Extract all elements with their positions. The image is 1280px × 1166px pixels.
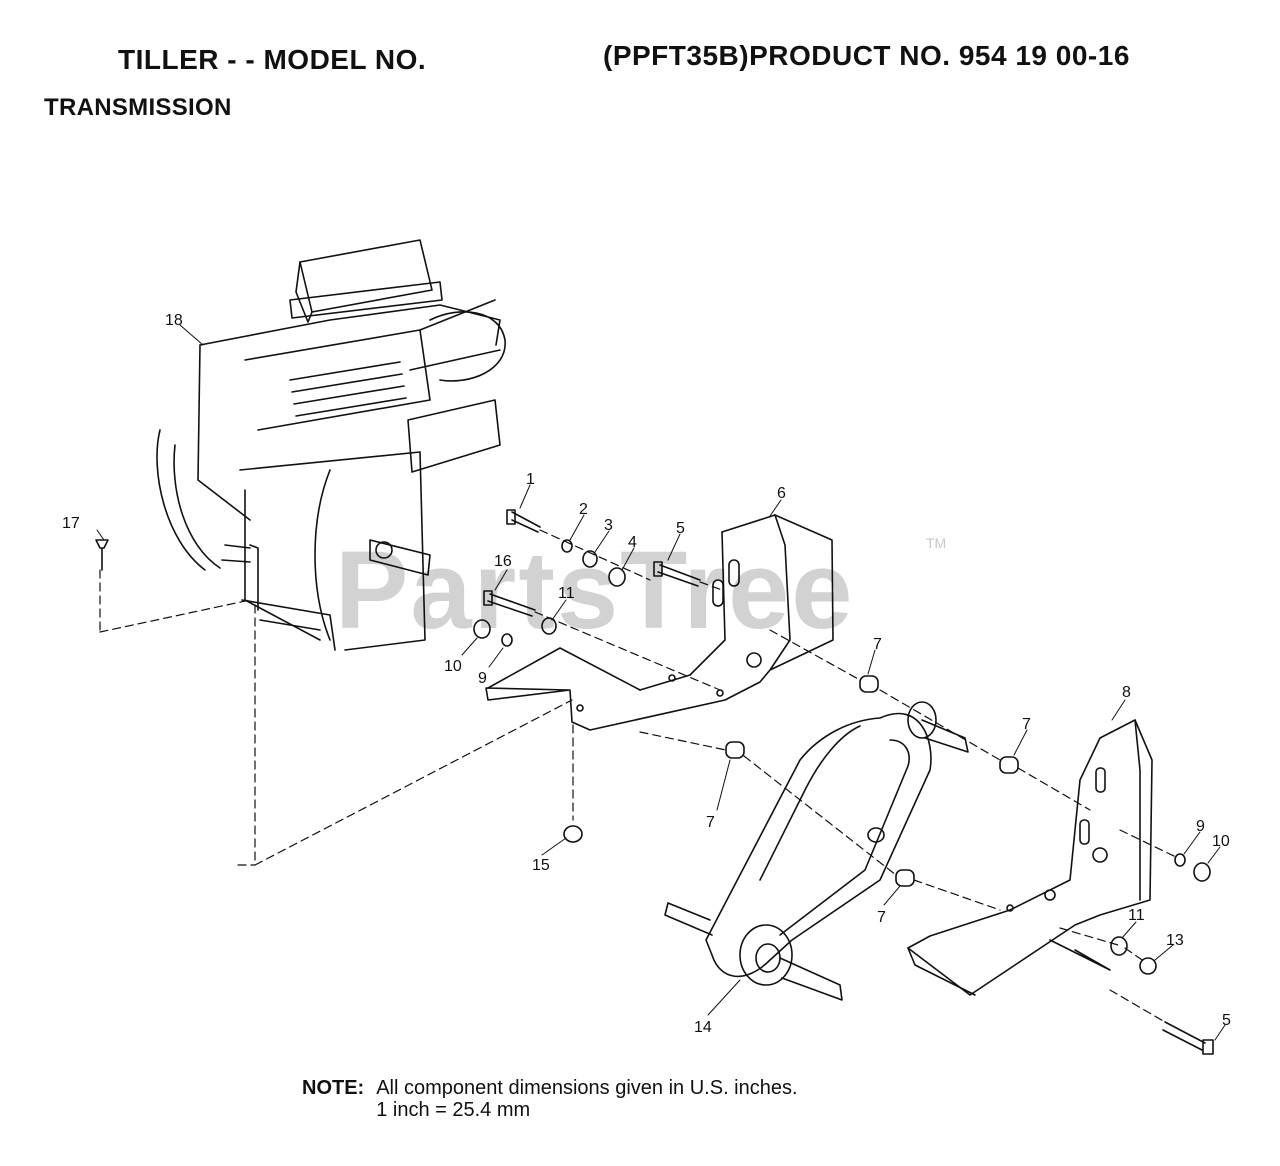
engine-assembly xyxy=(156,239,506,651)
callout-13: 13 xyxy=(1166,932,1184,949)
note-line-2: 1 inch = 25.4 mm xyxy=(376,1099,531,1121)
section-title: TRANSMISSION xyxy=(44,94,232,121)
callout-7b: 7 xyxy=(1022,716,1031,733)
callout-16: 16 xyxy=(494,553,512,570)
note-label: NOTE: xyxy=(302,1077,365,1099)
header-model: TILLER - - MODEL NO. xyxy=(118,44,427,75)
dimension-note: NOTE: All component dimensions given in … xyxy=(302,1077,798,1121)
leader-lines xyxy=(96,324,1226,1041)
callout-7d: 7 xyxy=(877,909,886,926)
header-product-number: (PPFT35B)PRODUCT NO. 954 19 00-16 xyxy=(603,40,1130,71)
hardware-parts xyxy=(95,509,1214,1055)
callout-7a: 7 xyxy=(873,636,882,653)
chain-case xyxy=(664,701,969,1001)
left-bracket xyxy=(485,514,834,731)
callout-5b: 5 xyxy=(1222,1012,1231,1029)
callout-7c: 7 xyxy=(706,814,715,831)
callout-8: 8 xyxy=(1122,684,1131,701)
callout-10a: 10 xyxy=(444,658,462,675)
callout-6: 6 xyxy=(777,485,786,502)
callout-11a: 11 xyxy=(558,585,575,602)
callout-5: 5 xyxy=(676,520,685,537)
callout-3: 3 xyxy=(604,517,613,534)
callout-15: 15 xyxy=(532,857,550,874)
callout-1: 1 xyxy=(526,471,535,488)
callout-9b: 9 xyxy=(1196,818,1205,835)
callout-4: 4 xyxy=(628,534,637,551)
assembly-lines xyxy=(99,529,1179,1023)
note-text: All component dimensions given in U.S. i… xyxy=(376,1077,797,1121)
callout-9a: 9 xyxy=(478,670,487,687)
callout-11b: 11 xyxy=(1128,907,1145,924)
watermark-text: PartsTree xyxy=(335,529,854,652)
note-line-1: All component dimensions given in U.S. i… xyxy=(376,1077,798,1099)
callout-18: 18 xyxy=(165,312,183,329)
watermark-tm: TM xyxy=(926,535,946,551)
callout-10b: 10 xyxy=(1212,833,1230,850)
right-bracket xyxy=(907,719,1153,996)
callout-17: 17 xyxy=(62,515,80,532)
callout-numbers: 1 2 3 4 5 6 7 7 7 7 8 9 9 10 10 11 11 13… xyxy=(62,312,1231,1036)
callout-14: 14 xyxy=(694,1019,712,1036)
callout-2: 2 xyxy=(579,501,588,518)
